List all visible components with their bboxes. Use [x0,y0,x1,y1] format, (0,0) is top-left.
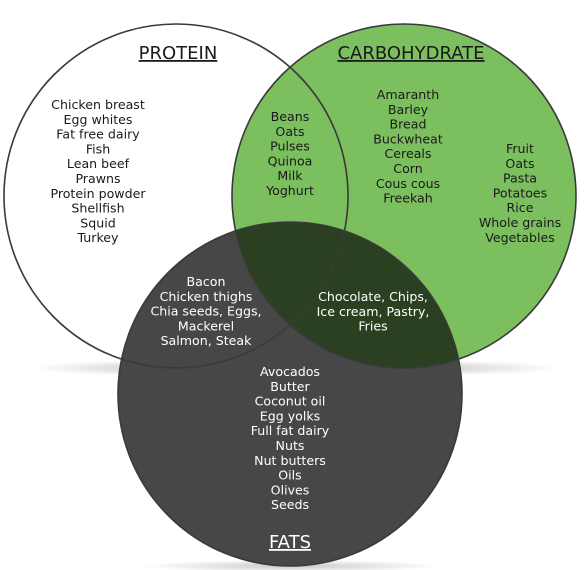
carb-inner-item: Barley [388,102,429,117]
protein-only-item: Shellfish [71,201,124,216]
carb-outer-item: Oats [505,156,534,171]
carb-inner-item: Buckwheat [373,131,443,146]
protein-only-item: Chicken breast [51,97,145,112]
carb-outer-item: Rice [507,200,534,215]
protein-only-item: Prawns [75,171,120,186]
carbohydrate-outline [231,23,577,369]
carb-outer-item: Pasta [503,171,537,186]
protein-carb-item: Yoghurt [265,183,314,198]
carb-inner-item: Cereals [385,146,432,161]
fats-only-item: Avocados [260,364,320,379]
carb-inner-item: Bread [389,117,426,132]
protein-fat-item: Salmon, Steak [161,333,253,348]
carb-inner-item: Amaranth [377,87,439,102]
protein-carb-item: Milk [277,168,303,183]
fats-only-item: Butter [270,379,310,394]
fats-title: FATS [269,532,311,553]
carb-fat-overlap [232,222,462,368]
carb-inner-item: Cous cous [376,176,440,191]
protein-carb-item: Quinoa [268,153,313,168]
protein-only-item: Egg whites [64,112,133,127]
protein-only-item: Squid [80,215,115,230]
fats-outline [117,221,463,567]
fats-only-item: Olives [271,482,310,497]
carb-outer-item: Whole grains [479,215,561,230]
carb-inner-item: Freekah [383,191,433,206]
protein-fat-item: Chia seeds, Eggs, [150,304,261,319]
protein-fat-item: Chicken thighs [160,289,253,304]
protein-carb-item: Beans [271,109,310,124]
protein-fat-item: Mackerel [178,318,234,333]
carb-inner-list: AmaranthBarleyBreadBuckwheatCerealsCornC… [373,87,443,206]
fats-only-item: Seeds [271,497,309,512]
protein-outline [3,23,349,369]
carb-fat-item: Fries [358,319,387,334]
carb-outer-item: Potatoes [493,185,547,200]
protein-carb-item: Oats [275,124,304,139]
carb-outer-item: Vegetables [485,230,555,245]
carb-fat-list: Chocolate, Chips,Ice cream, Pastry,Fries [317,289,430,334]
protein-only-item: Protein powder [50,186,146,201]
protein-only-item: Fish [86,141,110,156]
protein-only-item: Turkey [77,230,120,245]
protein-fat-item: Bacon [187,274,226,289]
fats-only-item: Nut butters [254,453,326,468]
carb-fat-item: Chocolate, Chips, [318,289,428,304]
carb-outer-item: Fruit [506,141,534,156]
protein-only-item: Lean beef [67,156,130,171]
fats-only-item: Oils [278,468,301,483]
fats-only-item: Coconut oil [255,394,326,409]
protein-title: PROTEIN [139,43,218,64]
protein-only-item: Fat free dairy [56,127,140,142]
fats-only-item: Full fat dairy [251,423,330,438]
carb-fat-item: Ice cream, Pastry, [317,304,430,319]
carb-inner-item: Corn [393,161,422,176]
carbohydrate-title: CARBOHYDRATE [337,43,484,64]
fats-only-item: Egg yolks [260,408,320,423]
protein-carb-item: Pulses [270,139,310,154]
fats-only-item: Nuts [276,438,305,453]
